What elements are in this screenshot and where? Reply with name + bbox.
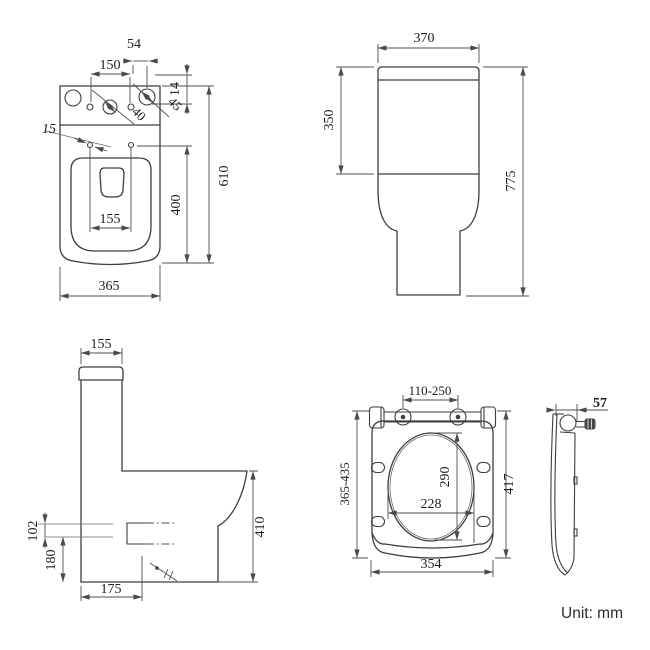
dim-label-40: 40 — [129, 104, 149, 124]
front-view: 370 350 775 — [322, 31, 529, 297]
plan-view: 150 54 14 40 45 15 155 400 610 365 — [42, 37, 232, 301]
dim-label-54: 54 — [127, 37, 141, 52]
dim-label-350: 350 — [322, 110, 337, 131]
dim-label-14: 14 — [168, 82, 183, 96]
bumper-slot — [370, 461, 386, 474]
unit-note: Unit: mm — [561, 605, 623, 622]
seat-top-view: 110-250 365-435 290 228 417 354 — [337, 383, 517, 577]
bumper-side — [573, 476, 578, 485]
hinge-bracket-left — [368, 406, 385, 429]
seat-profile-outline — [550, 413, 596, 576]
dim-label-417: 417 — [502, 474, 517, 495]
hinge-pin-left — [394, 408, 412, 426]
dim-label-400: 400 — [169, 195, 184, 216]
front-dimension-lines — [336, 44, 529, 297]
seat-opening — [387, 432, 475, 542]
dim-label-228: 228 — [421, 497, 442, 512]
side-dimension-lines — [38, 348, 258, 601]
dim-label-775: 775 — [504, 171, 519, 192]
dim-label-180: 180 — [44, 550, 59, 571]
dim-label-410: 410 — [253, 517, 268, 538]
seat-hole-right — [127, 141, 135, 149]
inlet-hole-45 — [138, 88, 156, 106]
dim-label-57: 57 — [593, 396, 607, 411]
bumper-side — [573, 528, 578, 537]
dim-label-15: 15 — [42, 122, 56, 137]
dim-label-175: 175 — [101, 582, 122, 597]
hinge-knuckle — [559, 414, 577, 432]
side-view: 155 102 180 175 410 — [26, 337, 268, 601]
seat-dimension-labels: 110-250 365-435 290 228 417 354 — [337, 383, 517, 572]
seat-side-view: 57 — [546, 396, 608, 576]
hinge-pin-right — [449, 408, 467, 426]
side-outline — [78, 366, 248, 583]
bumper-slot — [476, 515, 491, 528]
seat-side-dimension-lines — [546, 404, 608, 421]
front-dimension-labels: 370 350 775 — [322, 31, 519, 192]
plan-outline — [59, 85, 161, 266]
plan-dimension-lines — [45, 58, 214, 301]
fixing-hole-left — [86, 103, 94, 111]
bumper-slot — [476, 461, 491, 474]
dim-label-370: 370 — [414, 31, 435, 46]
drain-mark — [149, 562, 178, 582]
inlet-hole-40 — [102, 99, 118, 115]
tank-hole-left — [64, 89, 82, 107]
seat-outline — [368, 406, 497, 559]
plan-dimension-labels: 150 54 14 40 45 15 155 400 610 365 — [42, 37, 232, 294]
dim-label-365: 365 — [99, 279, 120, 294]
hinge-bracket-right — [480, 406, 497, 429]
dim-label-155-side: 155 — [91, 337, 112, 352]
dim-label-354: 354 — [421, 557, 442, 572]
hinge-bolt-shaft — [576, 420, 586, 428]
dim-label-365-435: 365-435 — [337, 462, 352, 505]
front-outline — [377, 66, 480, 296]
seat-dimension-lines — [352, 395, 511, 577]
seat-hole-left — [86, 141, 94, 149]
dim-label-102: 102 — [26, 521, 41, 542]
dim-label-155: 155 — [100, 212, 121, 227]
dim-label-110-250: 110-250 — [409, 383, 452, 398]
dim-label-150: 150 — [100, 58, 121, 73]
dim-label-610: 610 — [217, 166, 232, 187]
fixing-hole-right — [127, 103, 135, 111]
hinge-bolt-head — [584, 418, 596, 430]
bumper-slot — [370, 515, 386, 528]
dim-label-290: 290 — [438, 467, 453, 488]
side-dimension-labels: 155 102 180 175 410 — [26, 337, 268, 597]
